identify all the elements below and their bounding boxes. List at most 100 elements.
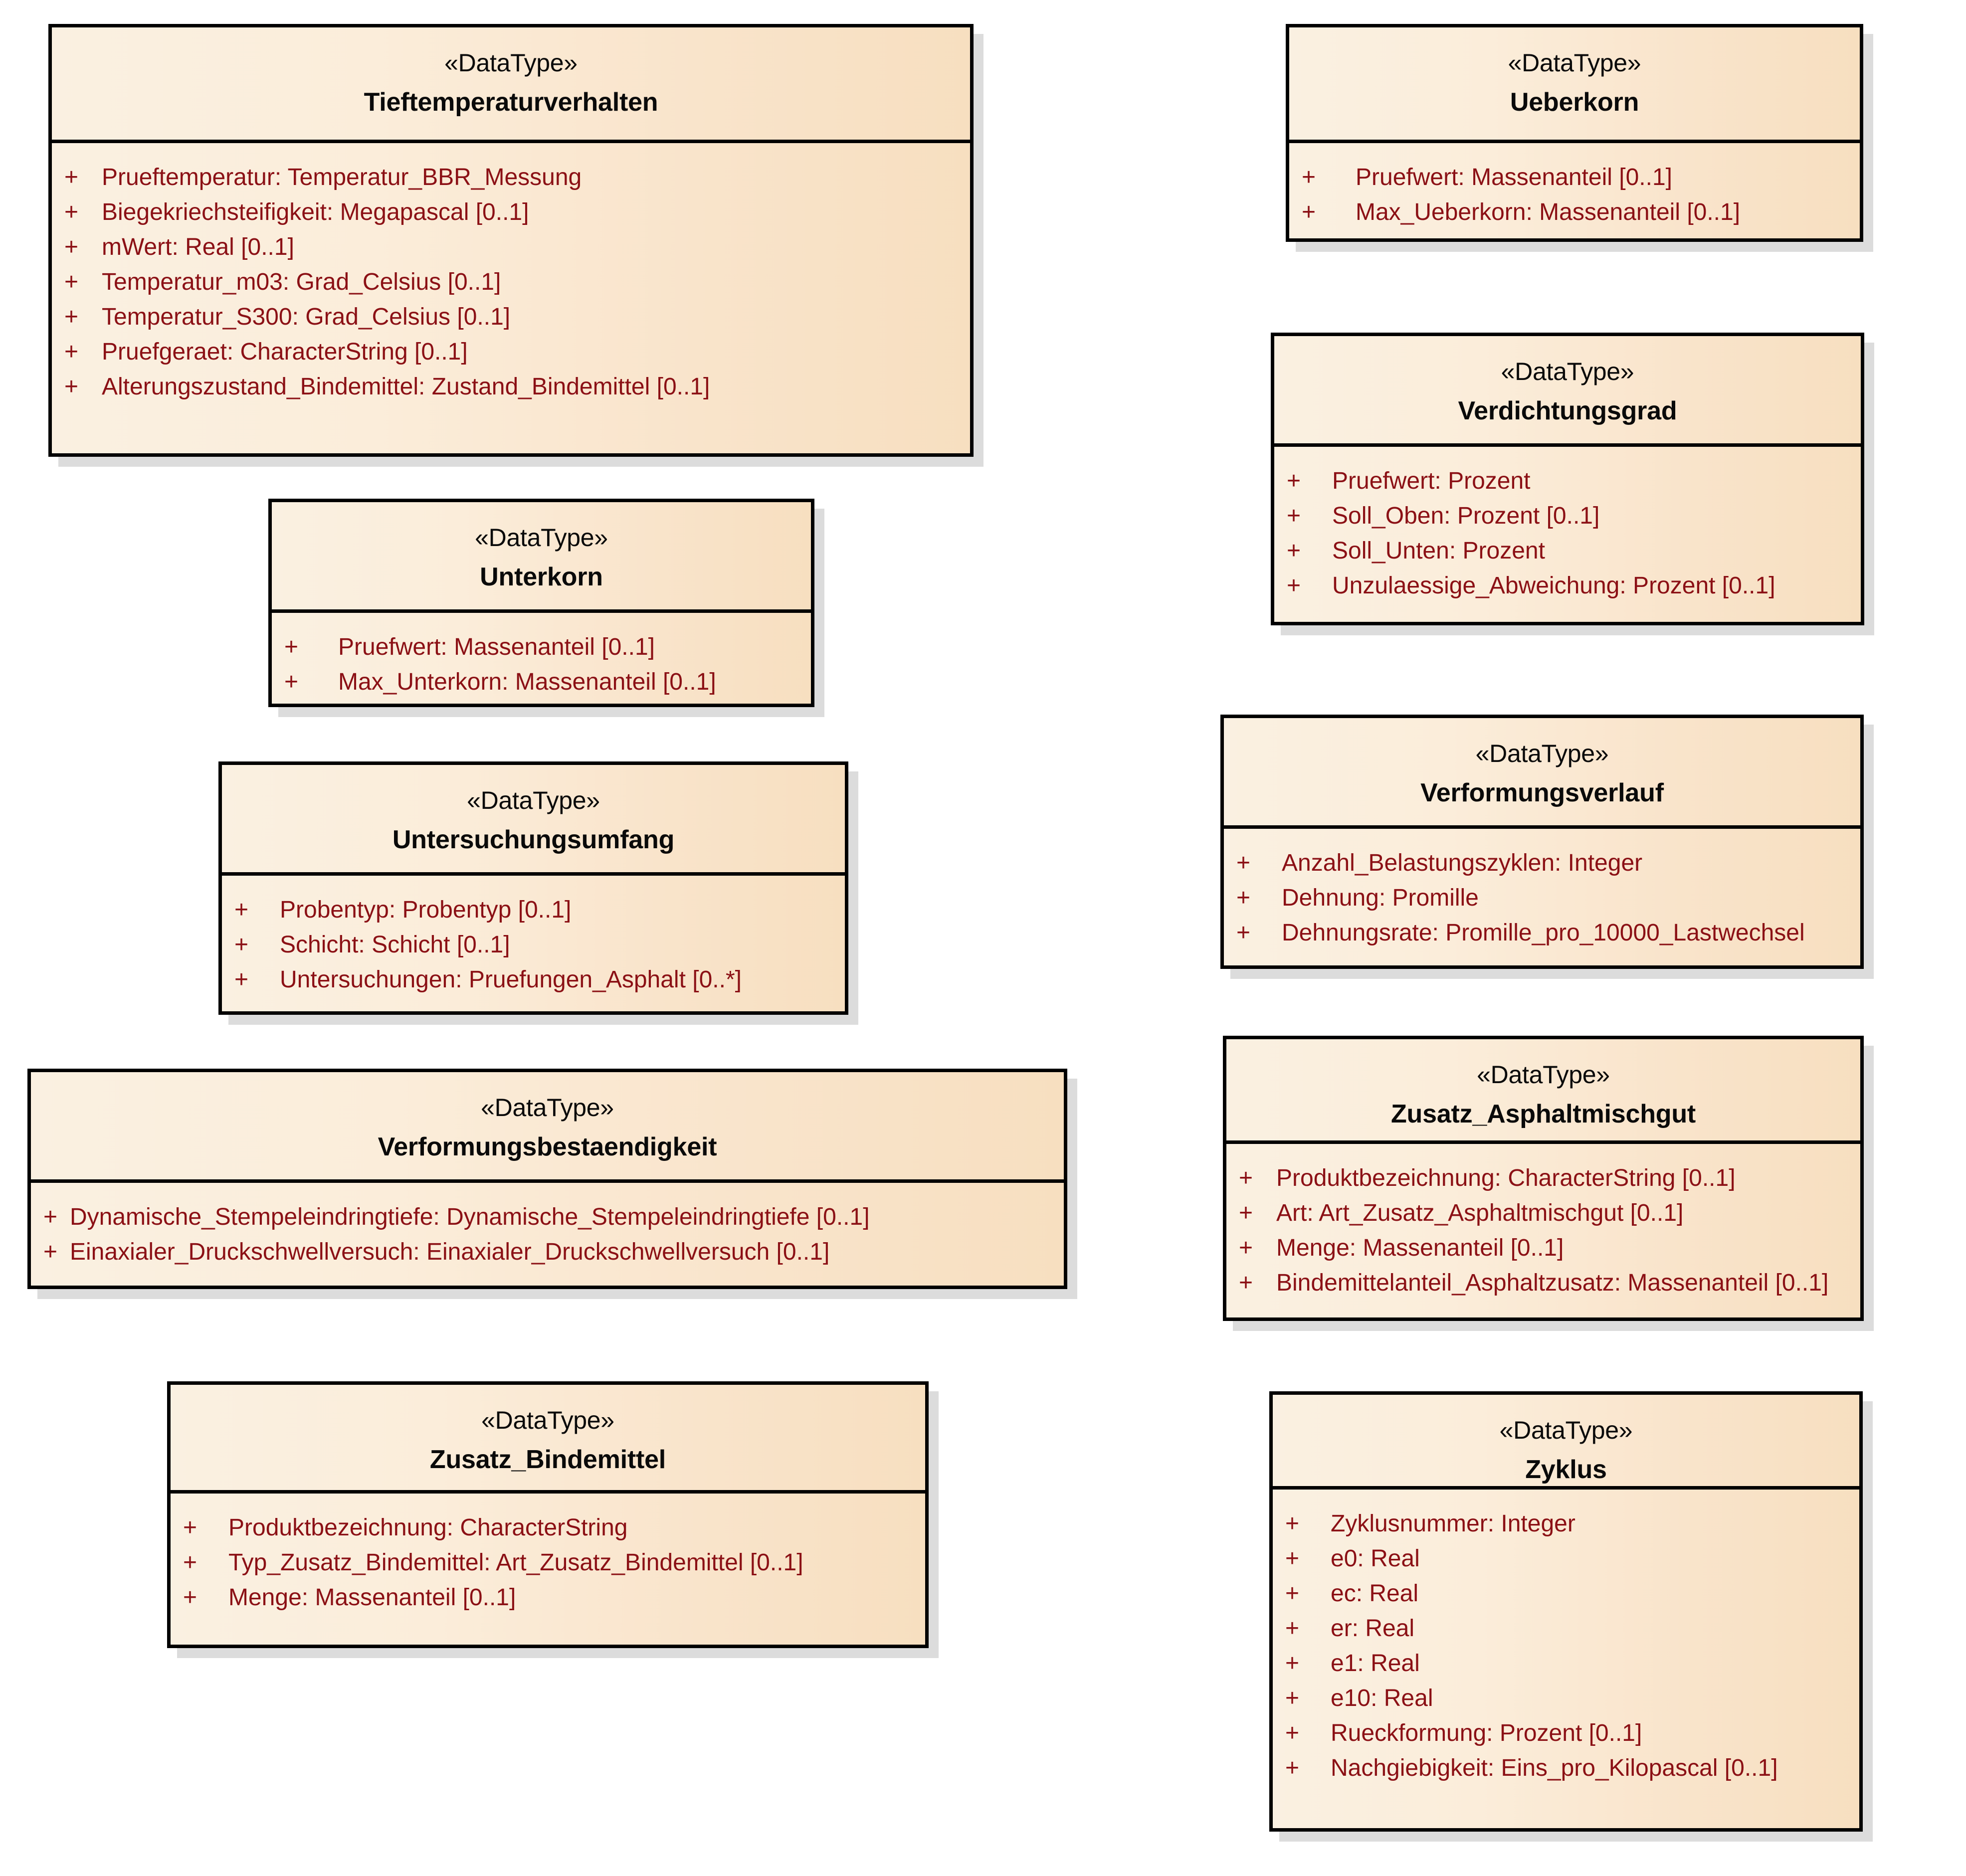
uml-attribute[interactable]: +Pruefwert: Massenanteil [0..1] xyxy=(272,630,811,665)
attribute-text: Pruefwert: Prozent xyxy=(1332,468,1531,494)
visibility-marker: + xyxy=(1286,503,1301,529)
uml-stereotype-label: «DataType» xyxy=(1475,740,1609,767)
attribute-text: Alterungszustand_Bindemittel: Zustand_Bi… xyxy=(102,374,710,400)
attribute-text: Produktbezeichnung: CharacterString xyxy=(228,1514,628,1541)
uml-attribute[interactable]: +e1: Real xyxy=(1273,1646,1859,1681)
uml-attribute[interactable]: +Untersuchungen: Pruefungen_Asphalt [0..… xyxy=(222,962,845,997)
visibility-marker: + xyxy=(1238,1200,1253,1226)
uml-attribute[interactable]: +er: Real xyxy=(1273,1611,1859,1646)
visibility-marker: + xyxy=(1285,1755,1300,1781)
uml-attribute[interactable]: +Menge: Massenanteil [0..1] xyxy=(1226,1231,1860,1266)
uml-attribute[interactable]: +Pruefwert: Massenanteil [0..1] xyxy=(1289,160,1860,195)
uml-class-zusatz-bindemittel[interactable]: «DataType» Zusatz_Bindemittel +Produktbe… xyxy=(167,1381,929,1648)
attribute-text: Probentyp: Probentyp [0..1] xyxy=(280,897,572,923)
uml-attribute[interactable]: +Art: Art_Zusatz_Asphaltmischgut [0..1] xyxy=(1226,1196,1860,1231)
uml-attribute[interactable]: +ec: Real xyxy=(1273,1576,1859,1611)
visibility-marker: + xyxy=(183,1584,197,1611)
uml-class-zusatz-asphaltmischgut[interactable]: «DataType» Zusatz_Asphaltmischgut +Produ… xyxy=(1223,1036,1864,1321)
uml-class-name: Tieftemperaturverhalten xyxy=(364,88,658,117)
uml-attribute[interactable]: +Dynamische_Stempeleindringtiefe: Dynami… xyxy=(31,1200,1064,1235)
visibility-marker: + xyxy=(1285,1580,1300,1607)
visibility-marker: + xyxy=(284,669,299,695)
visibility-marker: + xyxy=(43,1204,58,1230)
visibility-marker: + xyxy=(64,234,79,260)
uml-attribute[interactable]: +Max_Ueberkorn: Massenanteil [0..1] xyxy=(1289,195,1860,230)
uml-attribute[interactable]: +Prueftemperatur: Temperatur_BBR_Messung xyxy=(52,160,970,195)
uml-class-header: «DataType» Verformungsbestaendigkeit xyxy=(31,1072,1064,1183)
attribute-text: Bindemittelanteil_Asphaltzusatz: Massena… xyxy=(1276,1270,1829,1296)
visibility-marker: + xyxy=(1285,1545,1300,1572)
uml-attribute[interactable]: +Soll_Oben: Prozent [0..1] xyxy=(1274,499,1861,534)
visibility-marker: + xyxy=(64,199,79,225)
uml-class-zyklus[interactable]: «DataType» Zyklus +Zyklusnummer: Integer… xyxy=(1269,1391,1863,1832)
uml-class-unterkorn[interactable]: «DataType» Unterkorn +Pruefwert: Massena… xyxy=(268,499,814,707)
attribute-text: Dehnung: Promille xyxy=(1282,885,1479,911)
uml-attribute-list: +Prueftemperatur: Temperatur_BBR_Messung… xyxy=(52,143,970,419)
attribute-text: mWert: Real [0..1] xyxy=(102,234,294,260)
visibility-marker: + xyxy=(1301,199,1316,225)
uml-attribute[interactable]: +Temperatur_m03: Grad_Celsius [0..1] xyxy=(52,265,970,300)
uml-class-header: «DataType» Verformungsverlauf xyxy=(1224,718,1860,829)
visibility-marker: + xyxy=(234,897,249,923)
uml-attribute[interactable]: +Produktbezeichnung: CharacterString [0.… xyxy=(1226,1161,1860,1196)
uml-attribute[interactable]: + Max_Unterkorn: Massenanteil [0..1] xyxy=(272,665,811,700)
uml-attribute[interactable]: + Biegekriechsteifigkeit: Megapascal [0..… xyxy=(52,195,970,230)
visibility-marker: + xyxy=(1286,468,1301,494)
attribute-text: Pruefgeraet: CharacterString [0..1] xyxy=(102,339,468,365)
uml-attribute-list: +Dynamische_Stempeleindringtiefe: Dynami… xyxy=(31,1183,1064,1285)
visibility-marker: + xyxy=(64,374,79,400)
uml-attribute[interactable]: + Alterungszustand_Bindemittel: Zustand_B… xyxy=(52,370,970,404)
uml-class-verformungsverlauf[interactable]: «DataType» Verformungsverlauf +Anzahl_Be… xyxy=(1220,715,1864,969)
uml-attribute[interactable]: +Bindemittelanteil_Asphaltzusatz: Massen… xyxy=(1226,1266,1860,1301)
uml-attribute[interactable]: +Dehnung: Promille xyxy=(1224,881,1860,916)
attribute-text: Max_Unterkorn: Massenanteil [0..1] xyxy=(338,669,716,695)
visibility-marker: + xyxy=(1238,1165,1253,1191)
attribute-text: Pruefwert: Massenanteil [0..1] xyxy=(338,634,655,660)
visibility-marker: + xyxy=(1301,164,1316,190)
uml-attribute-list: +Pruefwert: Massenanteil [0..1] +Max_Ueb… xyxy=(1289,143,1860,245)
uml-stereotype-label: «DataType» xyxy=(481,1406,614,1434)
uml-attribute[interactable]: +Soll_Unten: Prozent xyxy=(1274,534,1861,568)
uml-attribute[interactable]: +Einaxialer_Druckschwellversuch: Einaxia… xyxy=(31,1235,1064,1270)
attribute-text: Biegekriechsteifigkeit: Megapascal [0..1… xyxy=(102,199,529,225)
attribute-text: Temperatur_S300: Grad_Celsius [0..1] xyxy=(102,304,511,330)
attribute-text: e10: Real xyxy=(1331,1685,1433,1711)
attribute-text: Temperatur_m03: Grad_Celsius [0..1] xyxy=(102,269,501,295)
uml-attribute[interactable]: +e0: Real xyxy=(1273,1541,1859,1576)
uml-attribute[interactable]: +Rueckformung: Prozent [0..1] xyxy=(1273,1716,1859,1751)
uml-stereotype-label: «DataType» xyxy=(1508,49,1641,77)
uml-attribute[interactable]: +Menge: Massenanteil [0..1] xyxy=(171,1580,925,1615)
uml-attribute-list: +Produktbezeichnung: CharacterString +Ty… xyxy=(171,1494,925,1630)
attribute-text: Zyklusnummer: Integer xyxy=(1331,1510,1575,1537)
uml-attribute[interactable]: + Pruefwert: Prozent xyxy=(1274,464,1861,499)
uml-class-header: «DataType» Zusatz_Bindemittel xyxy=(171,1385,925,1494)
uml-attribute[interactable]: + Pruefgeraet: CharacterString [0..1] xyxy=(52,335,970,370)
uml-attribute[interactable]: +Unzulaessige_Abweichung: Prozent [0..1] xyxy=(1274,568,1861,603)
uml-attribute[interactable]: +Nachgiebigkeit: Eins_pro_Kilopascal [0.… xyxy=(1273,1751,1859,1786)
uml-stereotype-label: «DataType» xyxy=(1499,1416,1633,1444)
uml-class-name: Untersuchungsumfang xyxy=(392,825,675,854)
uml-attribute-list: +Pruefwert: Massenanteil [0..1] + Max_Unt… xyxy=(272,613,811,715)
uml-attribute[interactable]: +Anzahl_Belastungszyklen: Integer xyxy=(1224,846,1860,881)
uml-attribute[interactable]: +Produktbezeichnung: CharacterString xyxy=(171,1510,925,1545)
uml-attribute[interactable]: + mWert: Real [0..1] xyxy=(52,230,970,265)
uml-class-tieftemperaturverhalten[interactable]: «DataType» Tieftemperaturverhalten +Prue… xyxy=(48,24,974,457)
uml-class-name: Zusatz_Bindemittel xyxy=(429,1445,666,1474)
uml-class-verdichtungsgrad[interactable]: «DataType» Verdichtungsgrad +Pruefwert: … xyxy=(1271,333,1864,625)
uml-attribute[interactable]: +Zyklusnummer: Integer xyxy=(1273,1506,1859,1541)
visibility-marker: + xyxy=(1285,1650,1300,1677)
visibility-marker: + xyxy=(64,339,79,365)
uml-stereotype-label: «DataType» xyxy=(444,49,578,77)
uml-attribute[interactable]: +Typ_Zusatz_Bindemittel: Art_Zusatz_Bind… xyxy=(171,1545,925,1580)
visibility-marker: + xyxy=(1286,538,1301,564)
uml-attribute[interactable]: +Dehnungsrate: Promille_pro_10000_Lastwe… xyxy=(1224,916,1860,950)
uml-class-verformungsbestaendigkeit[interactable]: «DataType» Verformungsbestaendigkeit +Dy… xyxy=(27,1069,1067,1289)
uml-class-untersuchungsumfang[interactable]: «DataType» Untersuchungsumfang +Probenty… xyxy=(218,761,848,1015)
uml-attribute[interactable]: +Schicht: Schicht [0..1] xyxy=(222,928,845,962)
attribute-text: Anzahl_Belastungszyklen: Integer xyxy=(1282,850,1643,876)
uml-attribute[interactable]: +e10: Real xyxy=(1273,1681,1859,1716)
uml-class-ueberkorn[interactable]: «DataType» Ueberkorn +Pruefwert: Massena… xyxy=(1286,24,1863,242)
uml-attribute[interactable]: + Probentyp: Probentyp [0..1] xyxy=(222,893,845,928)
uml-attribute[interactable]: +Temperatur_S300: Grad_Celsius [0..1] xyxy=(52,300,970,335)
